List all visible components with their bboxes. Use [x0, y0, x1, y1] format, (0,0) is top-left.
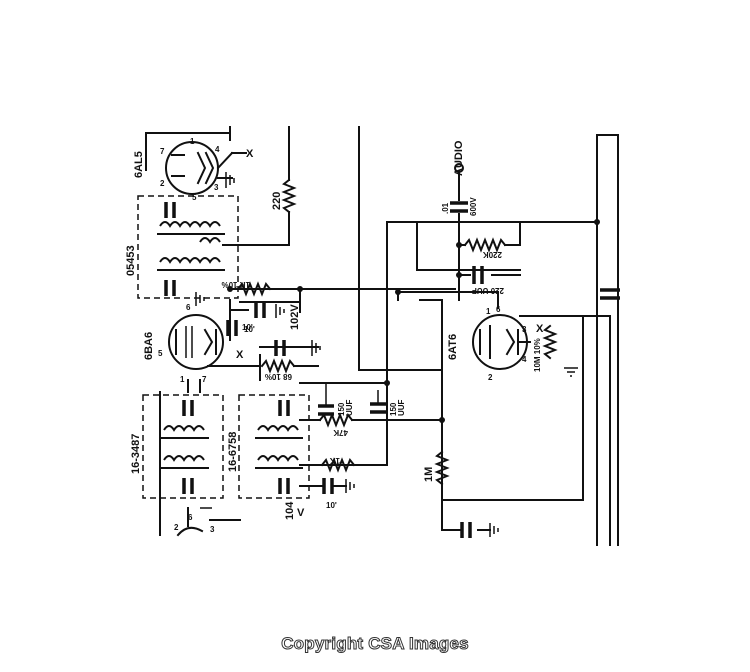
label-res-220: 220 [271, 192, 283, 210]
cap-150-b [370, 390, 386, 414]
resistor-220k [463, 237, 507, 253]
label-6at6: 6AT6 [447, 334, 459, 360]
label-x-b: X [236, 349, 244, 361]
pin-at6-4: 4 [522, 355, 527, 364]
label-16-3487: 16-3487 [130, 434, 142, 474]
label-x-c: X [536, 323, 544, 335]
label-cap-150-a: 150 [337, 402, 346, 416]
tube-6al5 [165, 141, 247, 195]
transformer-16-6758 [238, 394, 310, 499]
tube-6at6 [472, 314, 531, 370]
pin-ba6-6: 6 [186, 303, 191, 312]
resistor-47k [299, 412, 443, 428]
pin-al5-4: 4 [215, 145, 220, 154]
pin-ba6-7: 7 [202, 375, 207, 384]
junction-dots [227, 219, 600, 423]
label-cap-150-b: 150 [389, 402, 398, 416]
label-cap-01: .01 [441, 202, 450, 214]
resistor-1k-top [236, 281, 272, 297]
label-cap-150-a-unit: UUF [345, 399, 354, 416]
cap-bottom-ground [460, 522, 499, 538]
resistor-1k-mid [320, 457, 356, 473]
cap-10-c [299, 478, 355, 494]
ground-6al5 [225, 172, 235, 188]
label-res-47k: 47K [333, 428, 348, 437]
pin-at6-2: 2 [488, 373, 493, 382]
cap-10-a [254, 302, 285, 318]
pin-ba6-5: 5 [158, 349, 163, 358]
pin-al5-5: 5 [192, 193, 197, 202]
resistor-10m [542, 324, 578, 377]
converter-tube-partial [176, 507, 212, 537]
label-res-1k-mid: 1K [330, 456, 340, 465]
label-cap-01-volts: 600V [469, 197, 478, 216]
label-cap-220uuf: 220 UUF [472, 286, 504, 295]
pin-conv-2: 2 [174, 523, 179, 532]
cap-68-branch [259, 340, 321, 374]
audio-terminal [454, 163, 464, 173]
pin-al5-3: 3 [214, 183, 219, 192]
cap-150-a [318, 383, 334, 416]
label-res-1k-top: 1K 10% [222, 280, 250, 289]
label-cap-10-a: 10' [242, 323, 253, 332]
copyright-text: Copyright CSA Images [281, 634, 469, 654]
label-6al5: 6AL5 [133, 151, 145, 178]
tube-6ba6 [168, 314, 224, 370]
label-res-1m: 1M [423, 467, 435, 482]
label-16-6758: 16-6758 [227, 432, 239, 472]
label-audio: AUDIO [453, 140, 465, 176]
pin-conv-6: 6 [188, 513, 193, 522]
label-104-unit: V [297, 507, 305, 519]
label-res-220k: 220K [483, 250, 502, 259]
label-6ba6: 6BA6 [143, 332, 155, 360]
cap-bplus-coupling [600, 288, 620, 300]
pin-al5-1: 1 [190, 137, 195, 146]
label-cap-10-b: 10' [244, 325, 255, 334]
label-104: 104 [284, 501, 296, 520]
pin-at6-6: 6 [496, 305, 501, 314]
label-102v: 102V [289, 304, 301, 330]
transformer-16-3487 [142, 394, 224, 499]
pin-at6-3: 3 [522, 325, 527, 334]
label-res-10m: 10M 10% [533, 338, 542, 372]
resistor-220 [281, 178, 297, 214]
resistor-1m [434, 450, 450, 486]
label-x-a: X [246, 148, 254, 160]
pin-al5-7: 7 [160, 147, 165, 156]
ground-6ba6 [195, 292, 205, 306]
label-cap-150-b-unit: UUF [397, 399, 406, 416]
cap-01 [450, 201, 468, 213]
transformer-05453 [137, 195, 239, 299]
cap-220uuf [472, 266, 484, 284]
label-05453: 05453 [125, 245, 137, 276]
label-cap-10-c: 10' [326, 501, 337, 510]
pin-ba6-1: 1 [180, 375, 185, 384]
pin-al5-2: 2 [160, 179, 165, 188]
label-res-68: 68 10% [265, 372, 292, 381]
pin-at6-1: 1 [486, 307, 491, 316]
cap-10-b [226, 320, 238, 336]
pin-conv-3: 3 [210, 525, 215, 534]
